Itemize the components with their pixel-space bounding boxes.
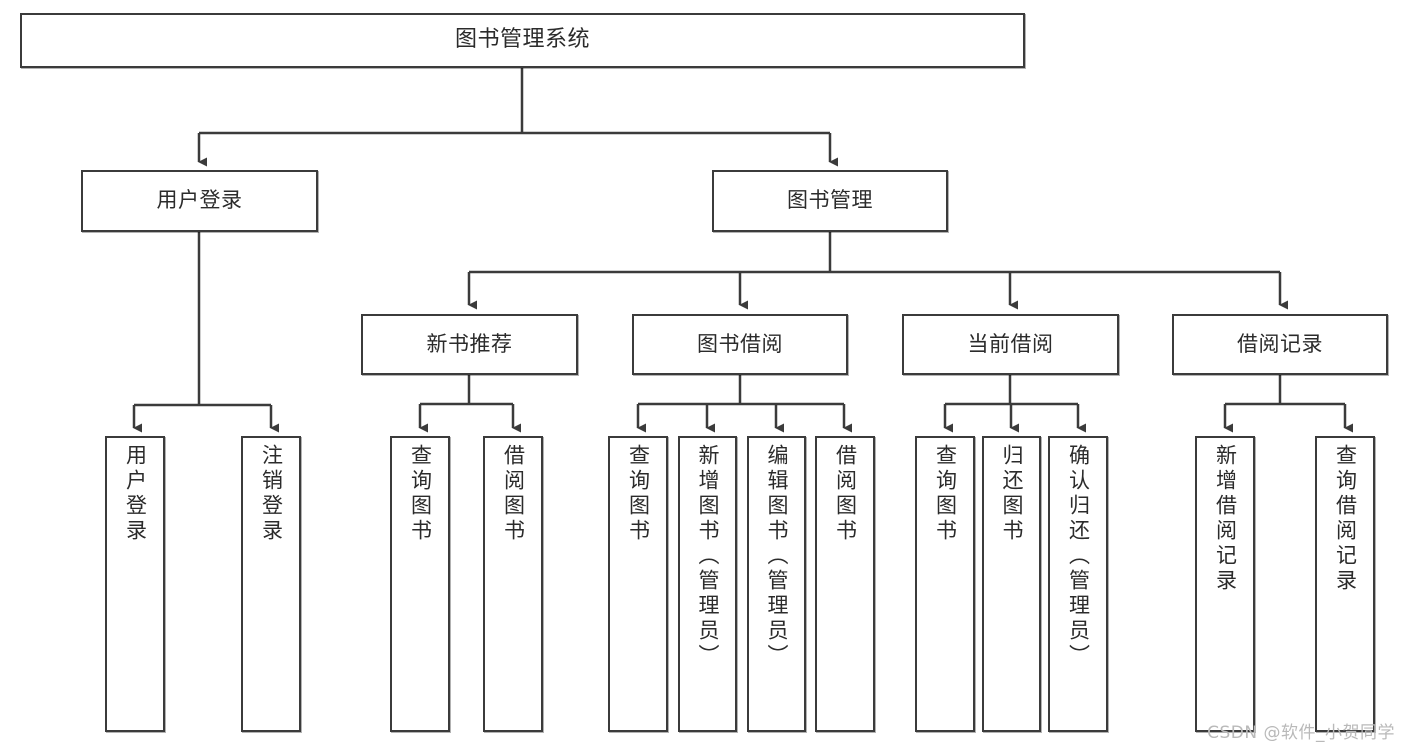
leaf-new-book-query-book[interactable]: 查询图书 [390,436,450,732]
leaf-user-login-logout[interactable]: 注销登录 [241,436,301,732]
node-label: 注销登录 [259,444,284,544]
node-book-borrow[interactable]: 图书借阅 [632,314,848,375]
leaf-current-borrow-confirm-return-admin[interactable]: 确认归还（管理员） [1048,436,1108,732]
leaf-borrow-record-add-record[interactable]: 新增借阅记录 [1195,436,1255,732]
node-label: 编辑图书（管理员） [765,444,789,669]
node-label: 查询借阅记录 [1333,444,1358,594]
node-label: 借阅图书 [501,444,526,544]
node-label: 确认归还（管理员） [1066,444,1091,669]
node-label: 图书管理 [787,188,873,213]
node-label: 当前借阅 [967,331,1054,356]
node-new-book-recommend[interactable]: 新书推荐 [361,314,578,375]
node-label: 新书推荐 [426,331,513,356]
node-label: 图书管理系统 [454,27,590,53]
node-user-login[interactable]: 用户登录 [81,170,318,232]
leaf-new-book-borrow-book[interactable]: 借阅图书 [483,436,543,732]
leaf-book-borrow-add-book-admin[interactable]: 新增图书（管理员） [678,436,737,732]
watermark-text: CSDN @软件_小贺同学 [1207,723,1395,743]
node-label: 新增图书（管理员） [696,444,720,669]
node-book-management-system[interactable]: 图书管理系统 [20,13,1025,68]
node-label: 查询图书 [626,444,651,544]
leaf-borrow-record-query-record[interactable]: 查询借阅记录 [1315,436,1375,732]
node-label: 借阅图书 [833,444,858,544]
node-book-management[interactable]: 图书管理 [712,170,948,232]
node-borrow-record[interactable]: 借阅记录 [1172,314,1388,375]
leaf-book-borrow-edit-book-admin[interactable]: 编辑图书（管理员） [747,436,806,732]
node-current-borrow[interactable]: 当前借阅 [902,314,1119,375]
node-label: 查询图书 [933,444,958,544]
leaf-book-borrow-borrow-book[interactable]: 借阅图书 [815,436,875,732]
node-label: 新增借阅记录 [1213,444,1238,594]
node-label: 用户登录 [156,188,243,213]
leaf-user-login-login[interactable]: 用户登录 [105,436,165,732]
leaf-book-borrow-query-book[interactable]: 查询图书 [608,436,668,732]
node-label: 查询图书 [408,444,433,544]
leaf-current-borrow-query-book[interactable]: 查询图书 [915,436,975,732]
node-label: 图书借阅 [697,331,783,356]
node-label: 借阅记录 [1237,331,1323,356]
leaf-current-borrow-return-book[interactable]: 归还图书 [982,436,1041,732]
node-label: 归还图书 [1000,444,1024,544]
node-label: 用户登录 [123,444,148,544]
